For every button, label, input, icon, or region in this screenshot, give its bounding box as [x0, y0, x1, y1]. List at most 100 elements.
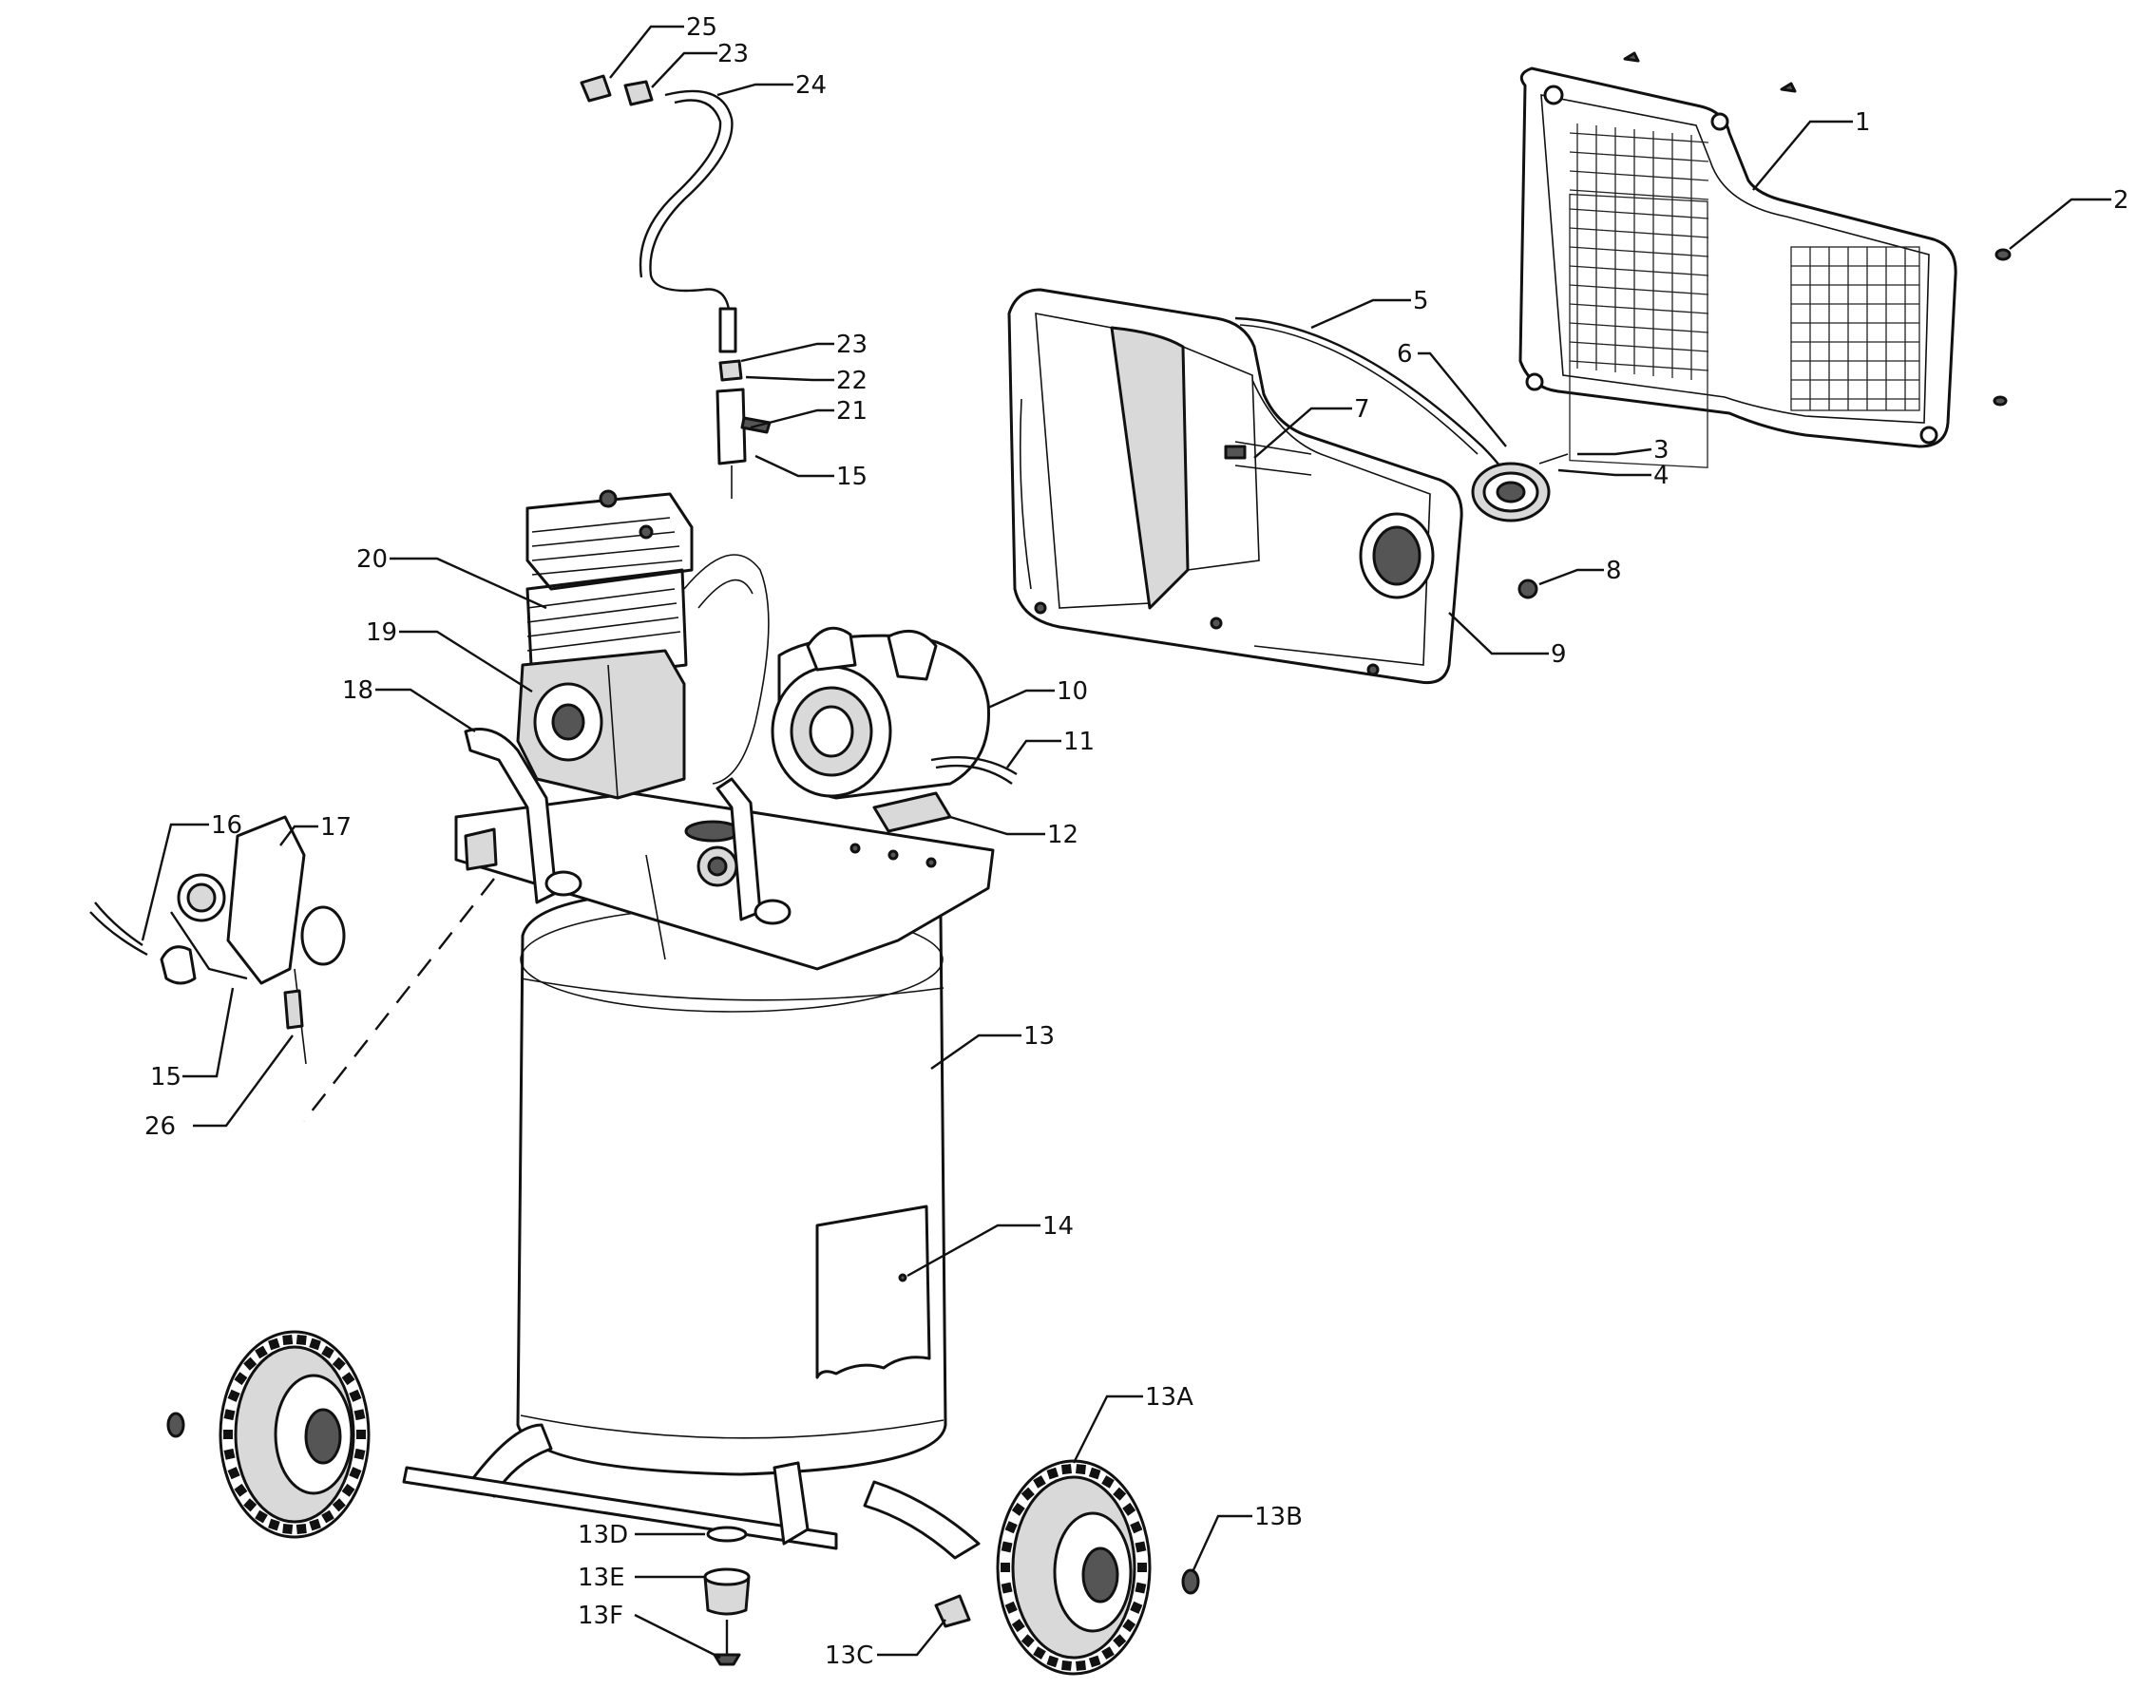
tread-block [1004, 1521, 1018, 1534]
callout-26: 26 [144, 1112, 176, 1141]
tread-block [1088, 1655, 1101, 1668]
callout-18: 18 [342, 676, 373, 705]
tread-block [1001, 1563, 1010, 1572]
tread-block [296, 1524, 307, 1534]
tread-block [268, 1338, 280, 1351]
tread-block [1122, 1619, 1136, 1633]
tread-block [1061, 1660, 1072, 1671]
callout-13f: 13F [578, 1602, 623, 1630]
tread-block [243, 1498, 258, 1512]
tread-block [223, 1448, 236, 1460]
tread-block [341, 1483, 355, 1497]
callout-12: 12 [1047, 821, 1078, 849]
tread-block [1130, 1601, 1143, 1614]
callout-17: 17 [320, 813, 352, 842]
callout-16: 16 [211, 811, 242, 840]
part-13-tank [516, 889, 947, 1476]
callout-2: 2 [2113, 186, 2129, 215]
drain-valve-stack [703, 1526, 751, 1666]
grille-large [1569, 123, 1709, 380]
callout-6: 6 [1397, 340, 1413, 369]
tread-block [1061, 1464, 1072, 1475]
grille-small [1790, 246, 1920, 411]
tread-block [1122, 1502, 1136, 1516]
part-17-pressure-switch [89, 815, 346, 985]
callout-9: 9 [1551, 640, 1567, 669]
tread-block [332, 1498, 346, 1512]
tread-block [1076, 1660, 1086, 1671]
tread-block [1021, 1487, 1035, 1501]
tread-block [309, 1338, 321, 1351]
tread-block [1033, 1646, 1046, 1660]
tread-block [1004, 1601, 1018, 1614]
tread-block [282, 1335, 294, 1345]
part-11-cord [930, 755, 1018, 776]
callout-20: 20 [356, 545, 388, 574]
part-19-crankcase [516, 649, 686, 800]
callout-24: 24 [795, 71, 827, 100]
part-18-handle [464, 728, 792, 925]
tread-block [353, 1409, 366, 1421]
assembly-line-center [645, 854, 666, 960]
tread-block [356, 1430, 366, 1439]
callout-13e: 13E [578, 1564, 625, 1592]
part-8-nut [1517, 579, 1538, 599]
tread-block [1011, 1502, 1025, 1516]
wheel-treads [223, 1335, 1147, 1671]
callout-23-lower: 23 [836, 331, 868, 359]
tread-block [321, 1345, 334, 1359]
tread-block [1130, 1521, 1143, 1534]
tread-block [1137, 1563, 1147, 1572]
tread-block [296, 1335, 307, 1345]
callout-14: 14 [1042, 1212, 1074, 1241]
callout-13: 13 [1023, 1022, 1055, 1051]
part-10-motor [771, 626, 990, 800]
tread-block [353, 1448, 366, 1460]
saddle-plate [454, 791, 995, 971]
tread-block [1076, 1464, 1086, 1475]
callout-13c: 13C [825, 1642, 873, 1670]
tread-block [1001, 1541, 1013, 1553]
callout-13a: 13A [1145, 1383, 1193, 1412]
part-11-cord-b [935, 764, 1013, 785]
callout-4: 4 [1653, 462, 1669, 490]
part-24-outlet-tube [639, 89, 737, 353]
callout-22: 22 [836, 367, 868, 395]
part-13c-clip [934, 1594, 971, 1628]
part-4-pulley [1471, 462, 1551, 522]
part-12-bracket [872, 791, 952, 833]
part-26-fitting [283, 989, 304, 1030]
wheel-left [219, 1330, 371, 1539]
callout-21: 21 [836, 397, 868, 426]
callout-10: 10 [1057, 677, 1088, 706]
tread-block [227, 1389, 240, 1402]
part-20-cylinder-head [525, 489, 694, 686]
callout-labels: 1 2 3 4 5 6 7 8 9 10 11 12 13 13A 13B 13… [144, 13, 2129, 1670]
callout-8: 8 [1606, 557, 1622, 585]
tread-block [1001, 1582, 1013, 1594]
tread-block [243, 1357, 258, 1371]
callout-7: 7 [1354, 395, 1370, 424]
callout-25: 25 [686, 13, 717, 42]
part-9-front-shroud [1007, 288, 1463, 685]
tread-block [1113, 1634, 1127, 1648]
tread-block [234, 1483, 248, 1497]
part-13b-axle-cap [1181, 1568, 1200, 1595]
tread-block [1021, 1634, 1035, 1648]
callout-13d: 13D [578, 1521, 628, 1549]
tread-block [1046, 1467, 1059, 1480]
leader-lines [141, 25, 2111, 1660]
callout-1: 1 [1855, 108, 1871, 137]
wheel-right [996, 1459, 1152, 1676]
part-1-rear-shroud [1518, 66, 1957, 468]
tread-block [309, 1518, 321, 1531]
callout-15-left: 15 [150, 1063, 181, 1091]
callout-5: 5 [1413, 287, 1429, 315]
tread-block [332, 1357, 346, 1371]
callout-11: 11 [1063, 728, 1095, 756]
callout-15-top: 15 [836, 463, 868, 491]
part-3-key [1538, 453, 1569, 465]
callout-19: 19 [366, 618, 397, 647]
